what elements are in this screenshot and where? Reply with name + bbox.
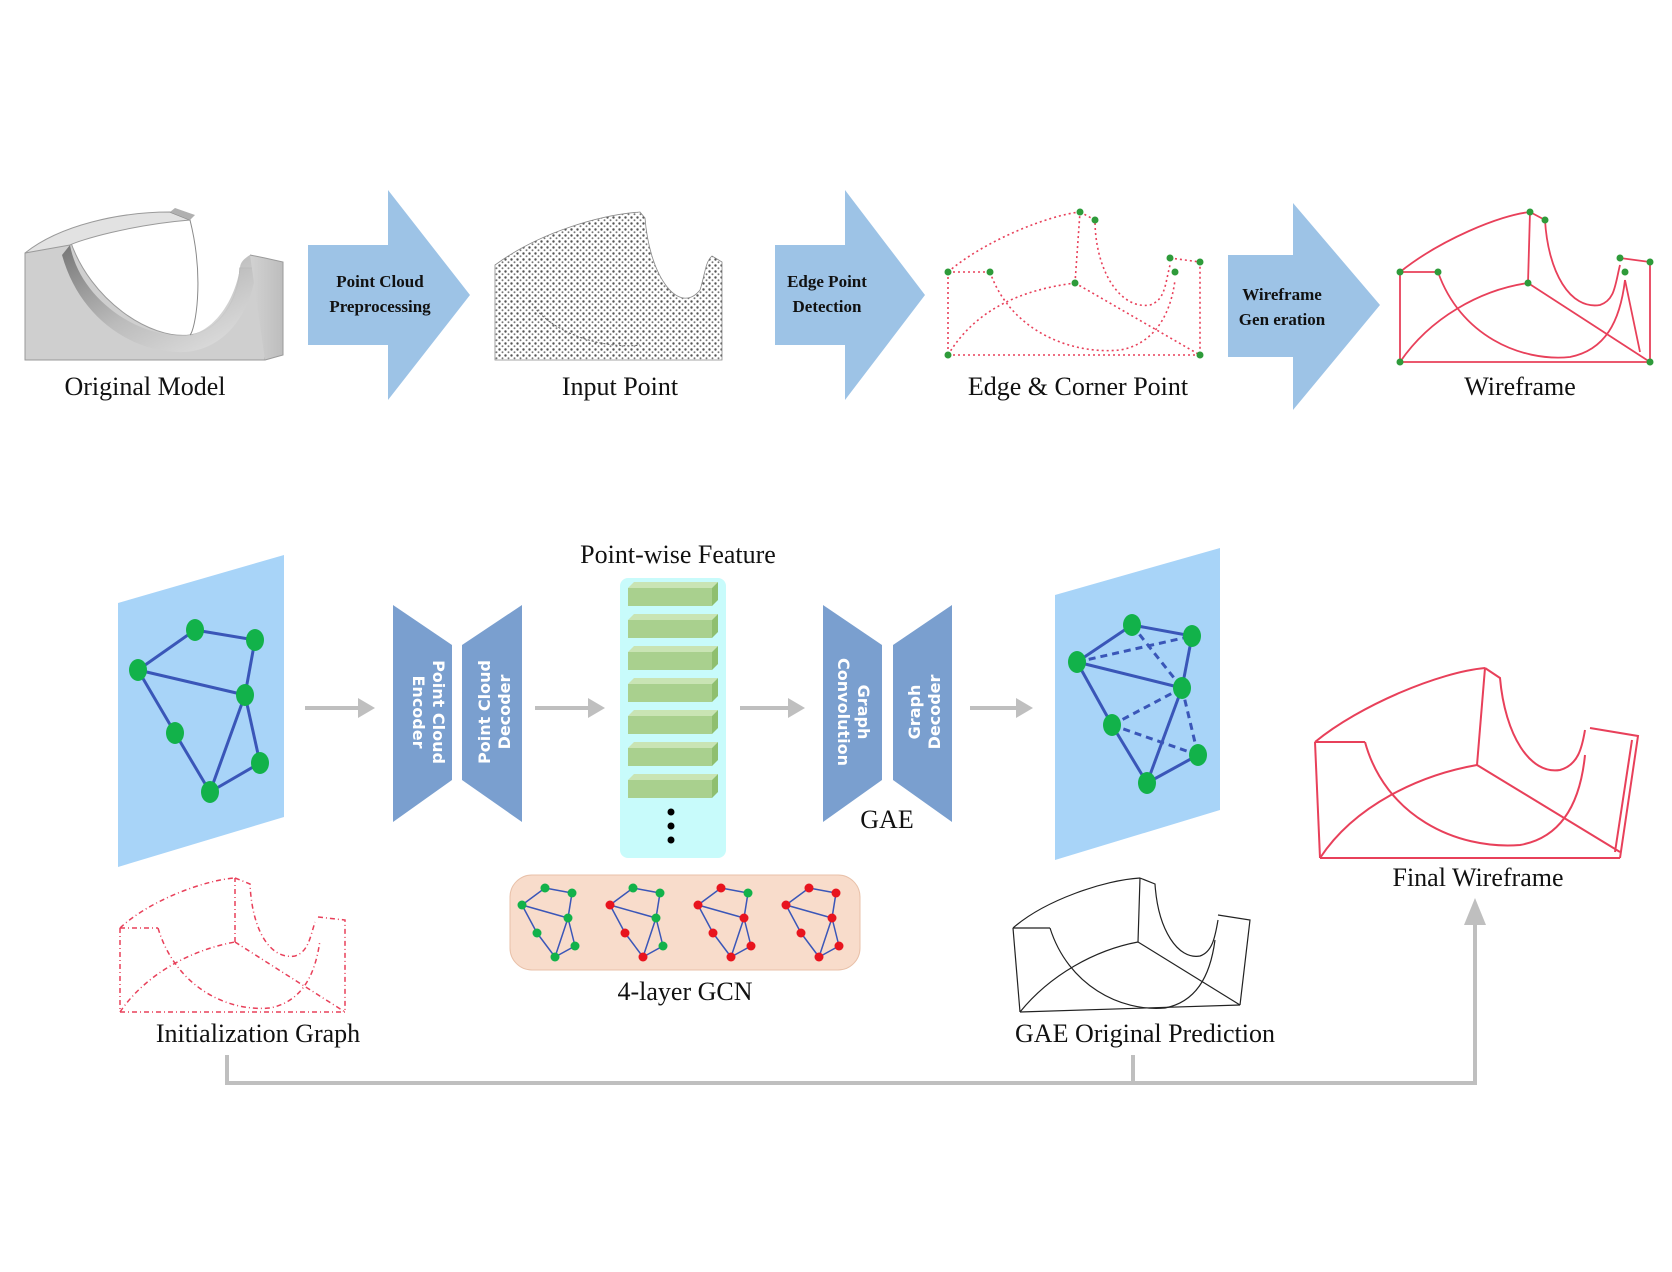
- flow-arrow-2: [535, 698, 605, 718]
- gdec-label-line2: Decoder: [925, 674, 944, 749]
- gcn-layer-4: [781, 883, 844, 962]
- wireframe-render: [1399, 211, 1651, 363]
- encoder-label-line1: Point Cloud: [429, 660, 448, 764]
- caption-gae-original-prediction: GAE Original Prediction: [1015, 1019, 1275, 1048]
- caption-original-model: Original Model: [64, 372, 225, 401]
- gcn-layer-2: [605, 883, 668, 962]
- caption-wireframe: Wireframe: [1464, 372, 1576, 401]
- arrow-wireframe-generation: Wireframe Gen eration: [1228, 203, 1380, 410]
- arrow-1-label-line2: Preprocessing: [329, 297, 431, 316]
- graph-convolution-block: Graph Convolution: [823, 605, 882, 822]
- flow-arrow-4: [970, 698, 1033, 718]
- arrow-3-label-line1: Wireframe: [1242, 285, 1322, 304]
- output-graph-panel: [1055, 548, 1220, 860]
- gae-label: GAE: [860, 805, 913, 834]
- final-wireframe-render: [1314, 667, 1640, 859]
- flow-arrow-3: [740, 698, 805, 718]
- corner-points: [944, 208, 1204, 359]
- graph-decoder-block: Graph Decoder: [893, 605, 952, 822]
- connector-arrowhead: [1464, 898, 1486, 925]
- arrow-point-cloud-preprocessing: Point Cloud Preprocessing: [308, 190, 470, 400]
- gae-prediction-render: [1012, 877, 1251, 1013]
- caption-final-wireframe: Final Wireframe: [1392, 863, 1563, 892]
- decoder-label-line1: Point Cloud: [475, 660, 494, 764]
- arrow-1-label-line1: Point Cloud: [336, 272, 424, 291]
- gdec-label-line1: Graph: [905, 685, 924, 740]
- caption-edge-corner-point: Edge & Corner Point: [968, 372, 1189, 401]
- gcn-label: 4-layer GCN: [617, 977, 752, 1006]
- initialization-graph-render: [119, 877, 346, 1013]
- ellipsis-dots: [667, 808, 675, 844]
- input-graph-panel: [118, 555, 284, 867]
- gconv-label-line2: Convolution: [834, 658, 853, 766]
- caption-input-point: Input Point: [562, 372, 679, 401]
- point-cloud-decoder-block: Point Cloud Decoder: [462, 605, 522, 822]
- gcn-layer-1: [517, 883, 580, 962]
- gconv-label-line1: Graph: [854, 685, 873, 740]
- encoder-label-line2: Encoder: [409, 676, 428, 749]
- arrow-2-label-line2: Detection: [793, 297, 862, 316]
- wireframe-corners: [1396, 208, 1654, 366]
- arrow-2-label-line1: Edge Point: [787, 272, 867, 291]
- point-cloud-encoder-block: Point Cloud Encoder: [393, 605, 452, 822]
- input-point-cloud: [494, 211, 723, 361]
- arrow-3-label-line2: Gen eration: [1239, 310, 1326, 329]
- decoder-label-line2: Decoder: [495, 674, 514, 749]
- feature-bars: [628, 582, 718, 798]
- bottom-connector: [225, 920, 1477, 1085]
- gcn-box: [509, 874, 861, 971]
- gcn-layer-3: [693, 883, 756, 962]
- arrow-edge-point-detection: Edge Point Detection: [775, 190, 925, 400]
- pointwise-feature-column: [620, 578, 726, 858]
- original-model-render: [24, 208, 284, 361]
- flow-arrow-1: [305, 698, 375, 718]
- caption-initialization-graph: Initialization Graph: [156, 1019, 360, 1048]
- pointwise-feature-title: Point-wise Feature: [580, 540, 776, 569]
